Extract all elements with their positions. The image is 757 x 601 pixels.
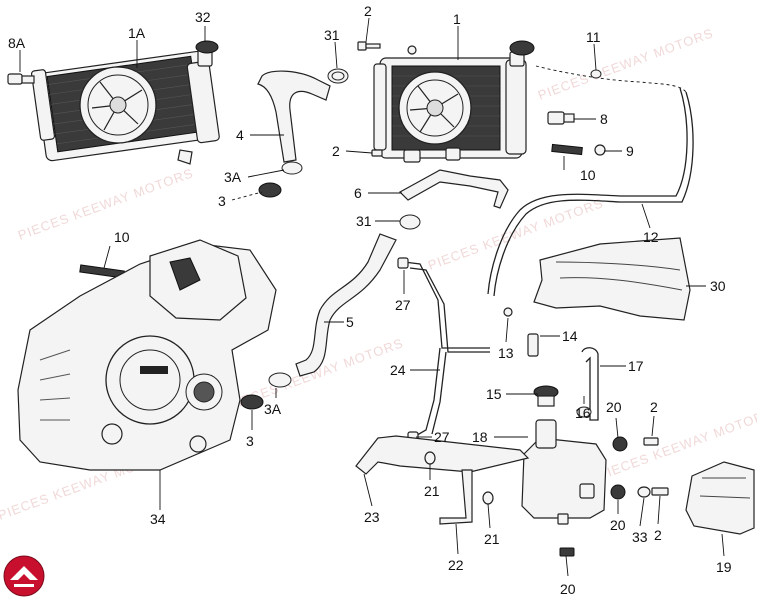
callout-30: 30: [710, 278, 726, 294]
radiator-cap: [509, 40, 535, 67]
callout-31: 31: [324, 27, 340, 43]
callout-24: 24: [390, 362, 406, 378]
callout-21: 21: [424, 483, 440, 499]
callout-23: 23: [364, 509, 380, 525]
hose-12: [487, 87, 688, 295]
callout-9: 9: [626, 143, 634, 159]
brand-logo-icon: [3, 555, 45, 597]
hose-11-path: [535, 65, 687, 93]
clamp-3a-lower: [268, 372, 292, 388]
callout-21: 21: [484, 531, 500, 547]
cap-15: [533, 385, 559, 407]
sensor-8a: [7, 73, 35, 85]
pad-10-right: [551, 143, 583, 156]
callout-2: 2: [364, 3, 372, 19]
callout-3a: 3A: [224, 169, 242, 185]
watermark-text: PIECES KEEWAY MOTORS: [16, 165, 196, 243]
radiator-cap-32: [195, 40, 219, 67]
clamp-16: [576, 406, 592, 418]
hose-5: [295, 233, 397, 377]
callout-10: 10: [580, 167, 596, 183]
callout-18: 18: [472, 429, 488, 445]
callout-10: 10: [114, 229, 130, 245]
bolt-2-top: [357, 41, 381, 51]
bracket-22: [439, 469, 473, 525]
callout-14: 14: [562, 328, 578, 344]
callout-3: 3: [246, 433, 254, 449]
bolt-2-mid: [371, 149, 383, 157]
callout-20: 20: [560, 581, 576, 597]
callout-1a: 1A: [128, 25, 146, 41]
bracket-6: [399, 169, 509, 209]
leader-lines: [19, 17, 725, 577]
callout-22: 22: [448, 557, 464, 573]
callout-13: 13: [498, 345, 514, 361]
callout-labels: 8A 1A 32 31 2 1 11 4 8 2 9 10 3A 6 3 12 …: [8, 3, 732, 597]
reservoir-18: [521, 437, 607, 519]
fan-blades: [91, 81, 143, 131]
callout-32: 32: [195, 9, 211, 25]
fitting-13-14: [503, 307, 539, 357]
drain-plug: [101, 423, 123, 445]
callout-8: 8: [600, 111, 608, 127]
clamp-27-top: [397, 257, 409, 269]
callout-2: 2: [654, 527, 662, 543]
watermark-text: PIECES KEEWAY MOTORS: [536, 25, 716, 103]
callout-4: 4: [236, 127, 244, 143]
callout-5: 5: [346, 314, 354, 330]
callout-6: 6: [354, 185, 362, 201]
engine-34: [17, 239, 277, 471]
callout-27: 27: [395, 297, 411, 313]
clamp-11: [590, 69, 602, 79]
callout-3: 3: [218, 193, 226, 209]
clamp-31-top: [327, 68, 349, 84]
clamp-31-lower: [399, 214, 421, 230]
callout-16: 16: [575, 405, 591, 421]
clamp-3-lower: [240, 394, 264, 410]
callout-2: 2: [332, 143, 340, 159]
clamp-3-top: [258, 182, 282, 198]
clutch-cover: [105, 335, 195, 425]
callout-1: 1: [453, 11, 461, 27]
hose-17: [581, 347, 599, 421]
callout-2: 2: [650, 399, 658, 415]
callout-33: 33: [632, 529, 648, 545]
bolt-9: [594, 144, 606, 156]
callout-19: 19: [716, 559, 732, 575]
radiator-1a: [30, 50, 220, 165]
callout-27: 27: [434, 429, 450, 445]
callout-11: 11: [586, 29, 601, 45]
callout-20: 20: [606, 399, 622, 415]
radiator-1: [373, 57, 527, 163]
sensor-8: [547, 111, 575, 125]
callout-20: 20: [610, 517, 626, 533]
clamp-3a-top: [281, 161, 303, 175]
callout-15: 15: [486, 386, 502, 402]
callout-3a: 3A: [264, 401, 282, 417]
bracket-23: [355, 435, 530, 475]
callout-31: 31: [356, 213, 372, 229]
callout-12: 12: [643, 229, 659, 245]
hose-24: [403, 261, 490, 439]
callout-34: 34: [150, 511, 166, 527]
washers: [424, 436, 669, 557]
callout-17: 17: [628, 358, 644, 374]
logo-plate: [140, 366, 168, 374]
cover-19: [685, 461, 755, 535]
fan-blades: [409, 85, 459, 133]
callout-8a: 8A: [8, 35, 26, 51]
hose-4: [257, 70, 331, 163]
